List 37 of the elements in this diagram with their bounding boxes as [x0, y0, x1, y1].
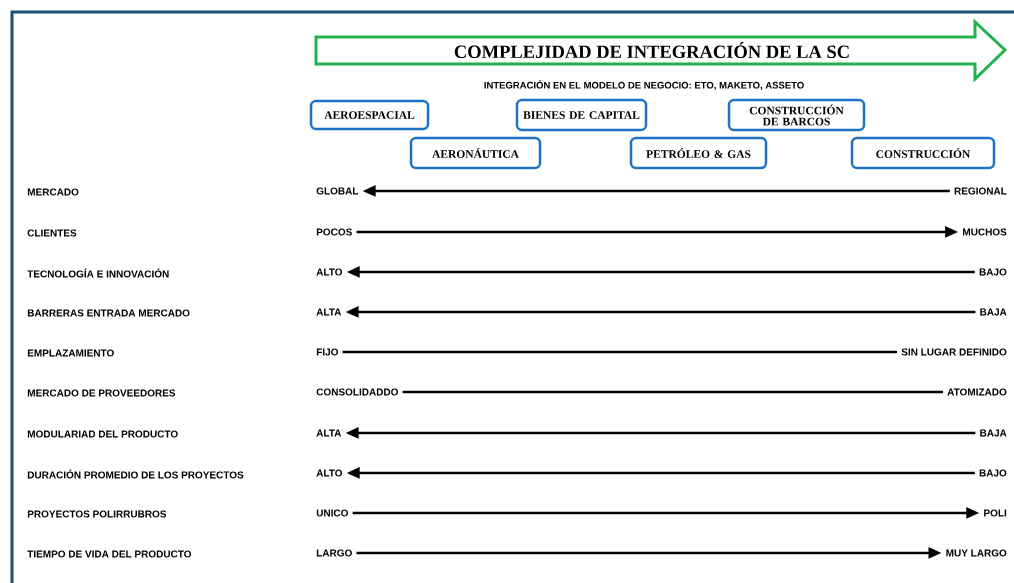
- scale-value: BAJO: [979, 268, 1007, 276]
- row-label: TIEMPO DE VIDA DEL PRODUCTO: [27, 550, 192, 558]
- scale-value: ATOMIZADO: [947, 388, 1007, 396]
- scale-value: FIJO: [316, 348, 338, 356]
- scale-value: CONSOLIDADDO: [316, 388, 398, 396]
- scale-value: MUCHOS: [963, 228, 1007, 236]
- scale-value: UNICO: [316, 509, 348, 517]
- row-label: PROYECTOS POLIRRUBROS: [27, 510, 167, 518]
- row-label: EMPLAZAMIENTO: [27, 349, 114, 357]
- scale-value: SIN LUGAR DEFINIDO: [901, 348, 1007, 356]
- industry-box: CONSTRUCCIÓN DE BARCOS: [727, 98, 866, 132]
- industry-box: CONSTRUCCIÓN: [850, 136, 996, 170]
- scale-value: REGIONAL: [954, 187, 1007, 195]
- scale-value: ALTA: [316, 429, 342, 437]
- industry-box: AERONÁUTICA: [409, 136, 542, 170]
- scale-value: POLI: [984, 509, 1007, 517]
- row-label: DURACIÓN PROMEDIO DE LOS PROYECTOS: [27, 469, 244, 479]
- row-label: TECNOLOGÍA E INNOVACIÓN: [27, 268, 169, 278]
- industry-box: AEROESPACIAL: [309, 99, 430, 131]
- row-label: MERCADO: [27, 188, 79, 196]
- scale-value: BAJA: [980, 429, 1007, 437]
- scale-value: LARGO: [316, 549, 352, 557]
- scale-value: POCOS: [316, 228, 352, 236]
- scale-value: BAJO: [979, 469, 1007, 477]
- row-label: BARRERAS ENTRADA MERCADO: [27, 309, 190, 317]
- scale-value: ALTO: [316, 469, 343, 477]
- scale-value: ALTA: [316, 308, 342, 316]
- scale-value: GLOBAL: [316, 187, 359, 195]
- industry-box: BIENES DE CAPITAL: [515, 98, 648, 132]
- scale-value: BAJA: [980, 308, 1007, 316]
- scale-value: MUY LARGO: [946, 549, 1007, 557]
- row-label: CLIENTES: [27, 229, 77, 237]
- row-label: MERCADO DE PROVEEDORES: [27, 389, 176, 397]
- industry-box: PETRÓLEO & GAS: [629, 136, 768, 170]
- scale-value: ALTO: [316, 268, 343, 276]
- subtitle: INTEGRACIÓN EN EL MODELO DE NEGOCIO: ETO, MAKETO, ASSETO: [484, 80, 804, 90]
- row-label: MODULARIAD DEL PRODUCTO: [27, 430, 178, 438]
